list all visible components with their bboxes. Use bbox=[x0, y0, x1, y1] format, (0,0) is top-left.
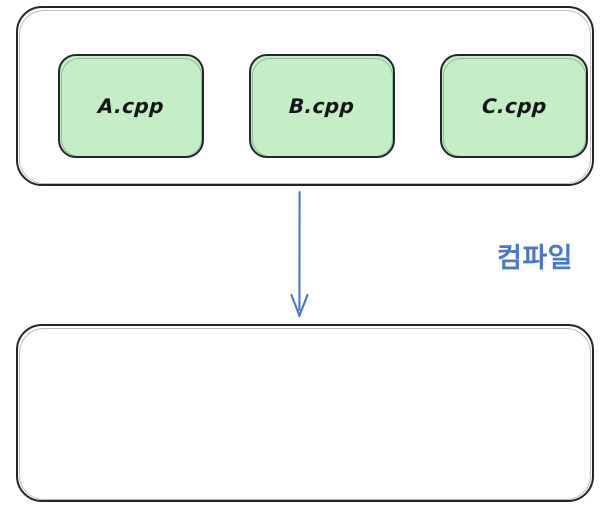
source-files-group: A.cpp B.cpp C.cpp bbox=[16, 6, 594, 186]
node-b-cpp[interactable]: B.cpp bbox=[249, 54, 395, 158]
node-a-cpp[interactable]: A.cpp bbox=[58, 54, 204, 158]
node-c-cpp-label: C.cpp bbox=[480, 94, 548, 118]
node-b-cpp-label: B.cpp bbox=[288, 94, 356, 118]
node-a-cpp-label: A.cpp bbox=[97, 94, 165, 118]
assembly-files-group: A.s B.s C.s bbox=[16, 324, 594, 502]
compile-annotation-label: 컴파일 bbox=[497, 243, 574, 274]
arrow-down-icon bbox=[290, 190, 309, 318]
node-c-cpp[interactable]: C.cpp bbox=[440, 54, 588, 158]
